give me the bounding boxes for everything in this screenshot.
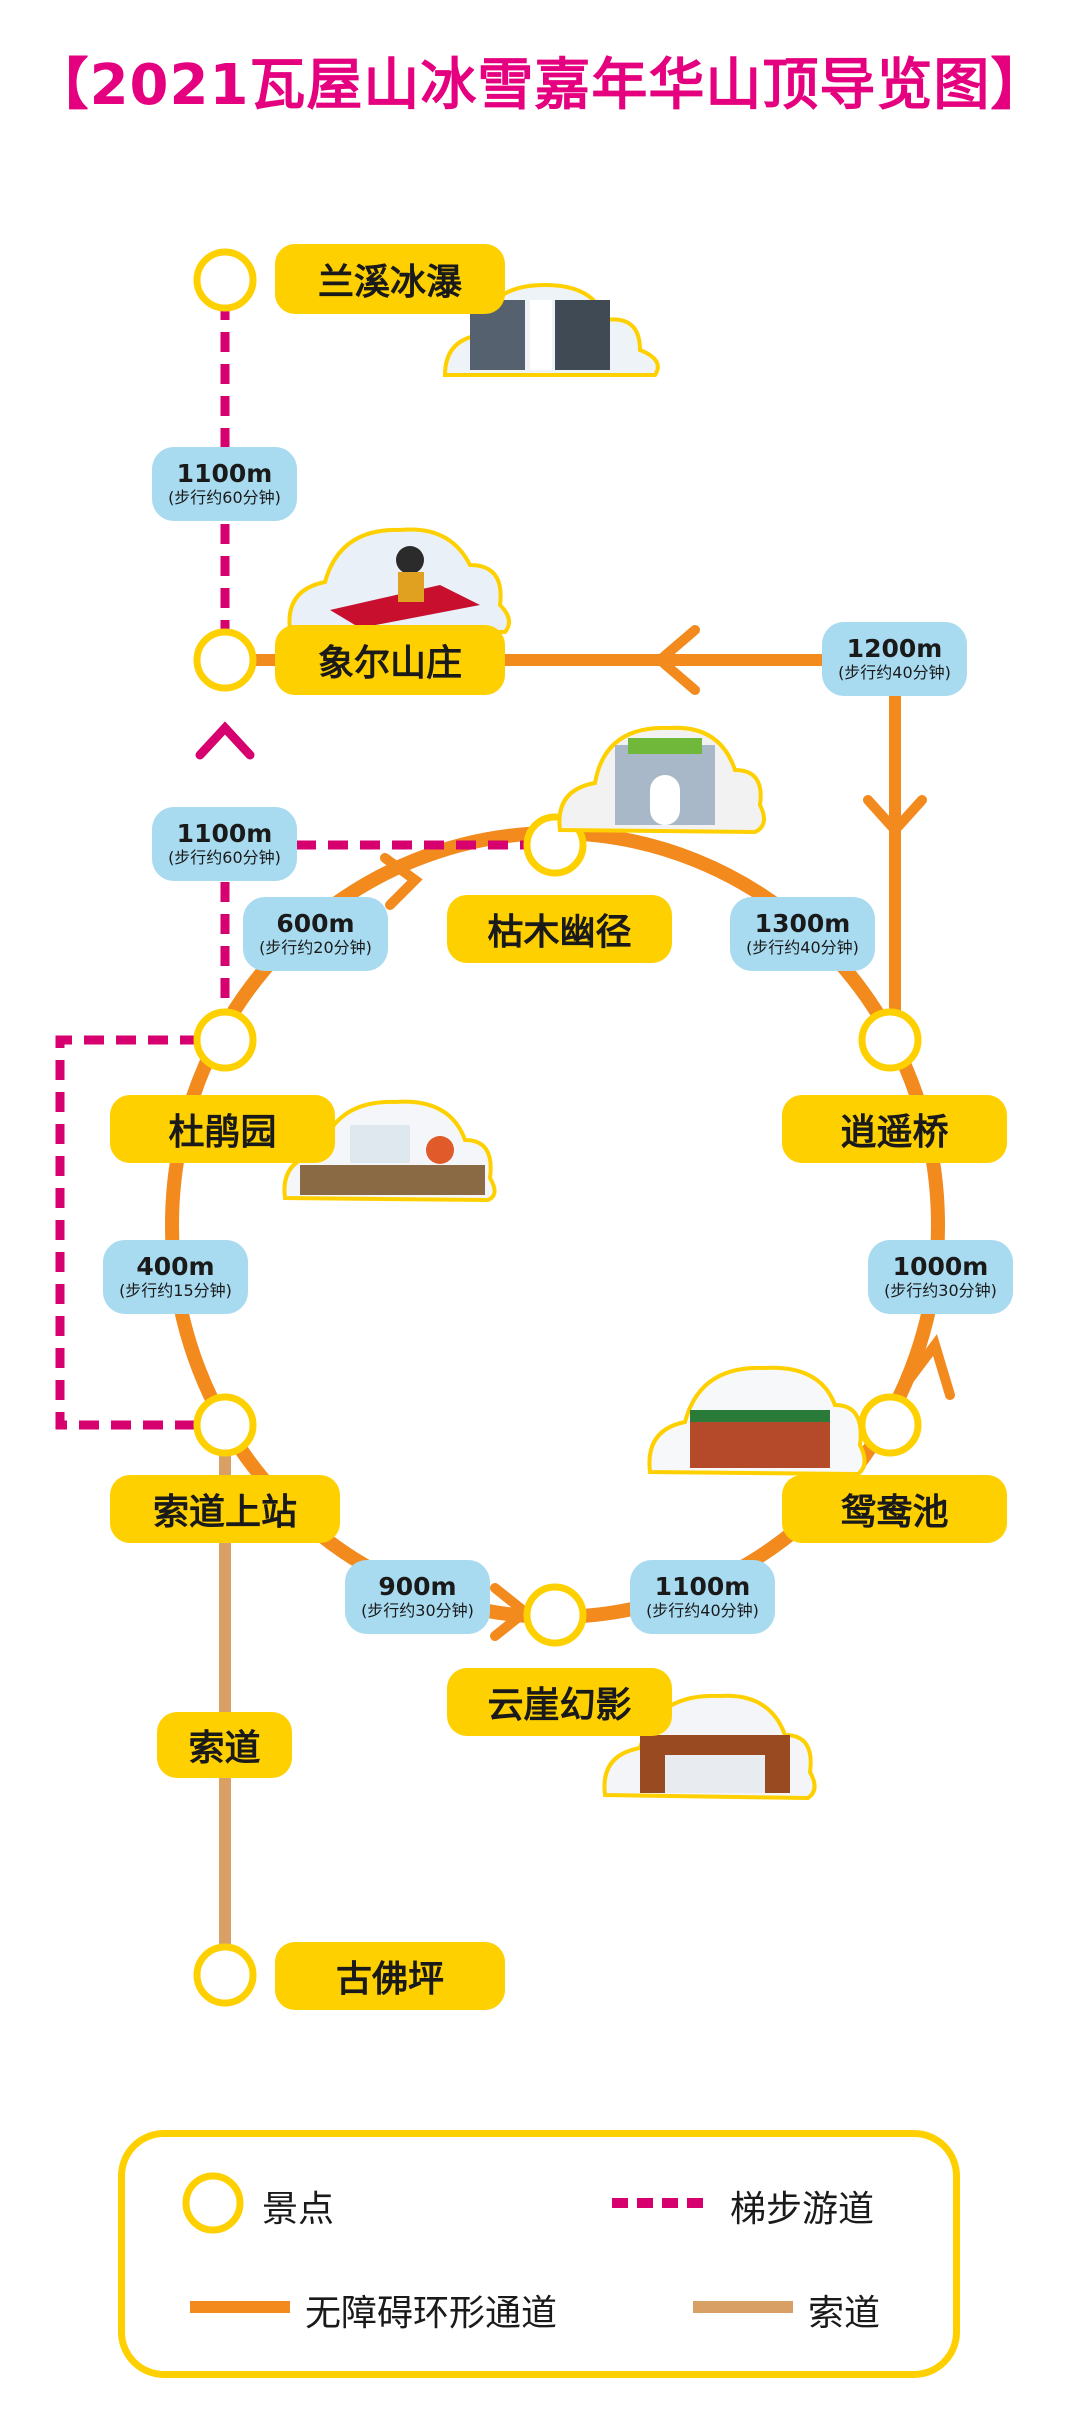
- spot-marker-xianger: [193, 628, 257, 692]
- legend-stairs-label: 梯步游道: [730, 2189, 875, 2230]
- spot-label-dujuan[interactable]: 杜鹃园: [110, 1095, 335, 1163]
- photo-cloud-xianger: [287, 527, 511, 635]
- spot-marker-yuanyang: [858, 1393, 922, 1457]
- distance-badge: 1000m(步行约30分钟): [868, 1240, 1013, 1314]
- spot-label-gufo[interactable]: 古佛坪: [275, 1942, 505, 2010]
- photo-cloud-dujuan: [282, 1099, 497, 1203]
- legend-box: [118, 2130, 960, 2378]
- distance-badge: 1100m(步行约40分钟): [630, 1560, 775, 1634]
- arrow-ring-right-icon: [900, 1334, 955, 1400]
- distance-badge: 900m(步行约30分钟): [345, 1560, 490, 1634]
- distance-badge: 1300m(步行约40分钟): [730, 897, 875, 971]
- distance-badge: 600m(步行约20分钟): [243, 897, 388, 971]
- spot-label-kumu[interactable]: 枯木幽径: [447, 895, 672, 963]
- photo-cloud-kumu: [557, 725, 766, 835]
- spot-label-lanxi[interactable]: 兰溪冰瀑: [275, 244, 505, 314]
- distance-badge: 1100m(步行约60分钟): [152, 447, 297, 521]
- arrow-up-icon: [195, 721, 255, 760]
- arrow-down-icon: [863, 795, 927, 838]
- spot-marker-xiaoyao: [858, 1008, 922, 1072]
- distance-badge: 1200m(步行约40分钟): [822, 622, 967, 696]
- legend-spot-label: 景点: [262, 2189, 335, 2230]
- stairs-path-left-detour: [55, 1035, 200, 1430]
- spot-label-suodao-top[interactable]: 索道上站: [110, 1475, 340, 1543]
- spot-marker-lanxi: [193, 248, 257, 312]
- spot-marker-suodao-top: [193, 1393, 257, 1457]
- spot-marker-dujuan: [193, 1008, 257, 1072]
- distance-badge: 400m(步行约15分钟): [103, 1240, 248, 1314]
- spot-marker-yunya: [523, 1583, 587, 1647]
- spot-label-yuanyang[interactable]: 鸳鸯池: [782, 1475, 1007, 1543]
- spot-label-xianger[interactable]: 象尔山庄: [275, 625, 505, 695]
- map-title: 【2021瓦屋山冰雪嘉年华山顶导览图】: [32, 53, 1048, 118]
- photo-cloud-yuanyang: [647, 1365, 867, 1477]
- legend-spot-icon: [182, 2172, 244, 2234]
- legend-barrier-free-label: 无障碍环形通道: [305, 2293, 558, 2334]
- spot-label-yunya[interactable]: 云崖幻影: [447, 1668, 672, 1736]
- spot-marker-gufo: [193, 1943, 257, 2007]
- arrow-ring-top-icon: [380, 853, 423, 910]
- cableway-label: 索道: [157, 1712, 292, 1778]
- arrow-left-icon: [652, 625, 700, 695]
- spot-label-xiaoyao[interactable]: 逍遥桥: [782, 1095, 1007, 1163]
- distance-badge: 1100m(步行约60分钟): [152, 807, 297, 881]
- legend-cableway-label: 索道: [808, 2293, 881, 2334]
